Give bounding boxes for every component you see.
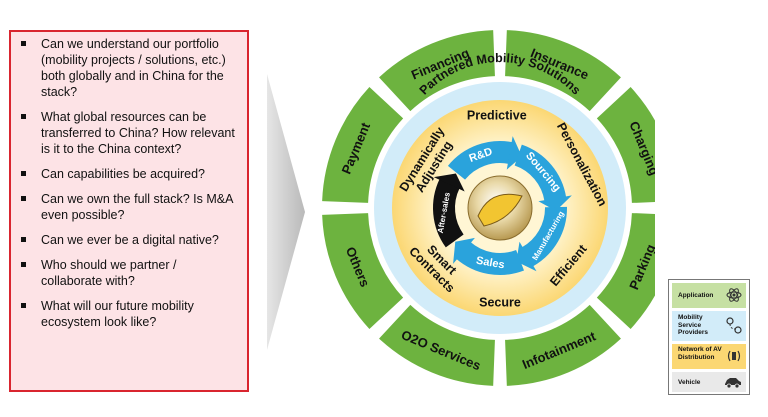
- legend-vehicle: Vehicle: [672, 372, 746, 392]
- cycle-arc-r-d: [447, 141, 513, 181]
- square-bullet-icon: [21, 196, 26, 201]
- legend-application: Application: [672, 283, 746, 308]
- cycle-arc-manufacturing: [521, 206, 567, 267]
- question-item: Can we own the full stack? Is M&A even p…: [19, 191, 241, 223]
- pointer-arrow-icon: [267, 74, 305, 350]
- outer-segment-charging: [596, 87, 655, 203]
- question-item: Can we ever be a digital native?: [19, 232, 241, 248]
- square-bullet-icon: [21, 41, 26, 46]
- questions-box: Can we understand our portfolio (mobilit…: [9, 30, 249, 392]
- cycle-arc-sales: [456, 241, 525, 275]
- questions-list: Can we understand our portfolio (mobilit…: [19, 36, 241, 330]
- square-bullet-icon: [21, 171, 26, 176]
- hub-emblem-icon: [477, 193, 523, 227]
- cycle-arc-after-sales: [433, 178, 464, 248]
- atom-icon: [726, 288, 742, 302]
- cycle-arc-sourcing: [514, 144, 567, 202]
- cycle-arrowhead-icon: [506, 136, 522, 170]
- question-item: Can capabilities be acquired?: [19, 166, 241, 182]
- outer-segment-others: [322, 213, 404, 329]
- outer-segment-financing: [379, 30, 495, 112]
- question-item: What will our future mobility ecosystem …: [19, 298, 241, 330]
- broadcast-icon: [727, 350, 741, 362]
- outer-segment-parking: [596, 213, 655, 329]
- stack-legend: Application Mobility Service Providers N…: [668, 279, 750, 395]
- cycle-arrowhead-icon: [433, 173, 465, 192]
- square-bullet-icon: [21, 114, 26, 119]
- route-pin-icon: [726, 317, 742, 334]
- outer-segment-o2o-services: [379, 304, 495, 386]
- question-item: Who should we partner / collaborate with…: [19, 257, 241, 289]
- legend-network-av-distribution: Network of AV Distribution: [672, 344, 746, 369]
- question-item: What global resources can be transferred…: [19, 109, 241, 157]
- question-item: Can we understand our portfolio (mobilit…: [19, 36, 241, 100]
- outer-segment-payment: [322, 87, 404, 203]
- outer-segment-infotainment: [505, 304, 621, 386]
- square-bullet-icon: [21, 262, 26, 267]
- square-bullet-icon: [21, 303, 26, 308]
- cycle-arrowhead-icon: [538, 195, 572, 211]
- cycle-label-sales: Sales: [475, 255, 505, 272]
- inner-label-secure: Secure: [479, 295, 521, 309]
- inner-label-predictive: Predictive: [467, 108, 527, 122]
- square-bullet-icon: [21, 237, 26, 242]
- legend-mobility-service-providers: Mobility Service Providers: [672, 311, 746, 341]
- outer-segment-insurance: [505, 30, 621, 112]
- car-icon: [725, 378, 741, 388]
